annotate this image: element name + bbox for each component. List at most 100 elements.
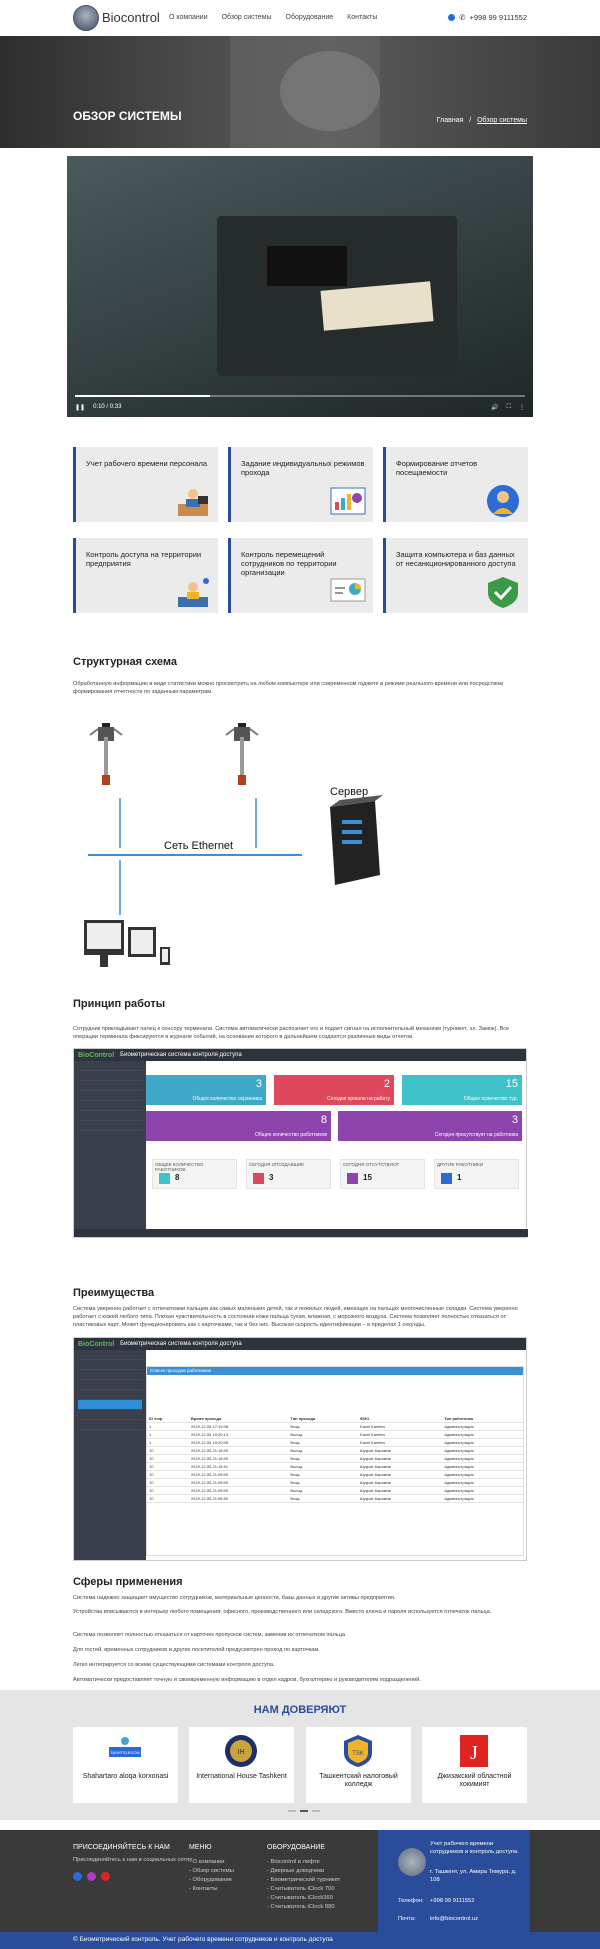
- presentation-chart-icon: [330, 578, 366, 602]
- feature-card-movement-control[interactable]: Контроль перемещений сотрудников по терр…: [228, 538, 373, 613]
- site-header: Biocontrol О компании Обзор системы Обор…: [0, 0, 600, 36]
- footer-menu: - О компании - Обзор системы - Оборудова…: [189, 1858, 234, 1894]
- nav-contacts[interactable]: Контакты: [347, 14, 378, 21]
- feature-card-access-modes[interactable]: Задание индивидуальных режимов прохода: [228, 447, 373, 522]
- more-options-icon[interactable]: ⋮: [519, 404, 525, 411]
- instagram-icon[interactable]: [87, 1872, 96, 1881]
- passages-screenshot: BioControl Биометрическая система контро…: [73, 1337, 527, 1561]
- server-label: Сервер: [330, 786, 369, 798]
- principle-text: Сотрудник прикладывает палец к сенсору т…: [73, 1026, 510, 1040]
- table-cell: Выход: [288, 1462, 358, 1471]
- phone-number[interactable]: +998 99 9111552: [469, 13, 528, 22]
- table-cell: Вход: [288, 1422, 358, 1431]
- feature-label: Формирование отчетов посещаемости: [396, 459, 478, 477]
- client-card[interactable]: TASHTELECOM Shahartaro aloqa korxonasi: [73, 1727, 178, 1803]
- footer-link[interactable]: - Контакты: [189, 1886, 218, 1892]
- feature-card-attendance-reports[interactable]: Формирование отчетов посещаемости: [383, 447, 528, 522]
- table-cell: Шукрат Каримов: [357, 1462, 443, 1471]
- site-footer: ПРИСОЕДИНЯЙТЕСЬ К НАМ Присоединяйтесь к …: [0, 1830, 600, 1932]
- table-cell: 10: [147, 1446, 189, 1455]
- client-name: International House Tashkent: [196, 1773, 287, 1780]
- footer-link[interactable]: - Дверные доводчики: [267, 1868, 325, 1874]
- table-header-cell: Тип работника: [442, 1415, 523, 1423]
- video-controls: ❚❚ 0:10 / 0:33 🔊 ⛶ ⋮: [67, 397, 533, 417]
- table-cell: Шукрат Каримов: [357, 1446, 443, 1455]
- table-cell: Администрация: [442, 1486, 523, 1495]
- table-header-cell: Тип прохода: [288, 1415, 358, 1423]
- breadcrumb-home[interactable]: Главная: [436, 117, 464, 124]
- spheres-line-2: Устройства вписываются в интерьер любого…: [73, 1609, 492, 1615]
- access-control-worker-icon: [178, 578, 209, 607]
- footer-menu-title: МЕНЮ: [189, 1844, 212, 1851]
- table-cell: Kamil Kamilov: [357, 1438, 443, 1447]
- app-brand: BioControl: [78, 1340, 115, 1348]
- video-player[interactable]: ❚❚ 0:10 / 0:33 🔊 ⛶ ⋮: [67, 156, 533, 417]
- nav-about[interactable]: О компании: [169, 14, 208, 21]
- footer-link[interactable]: - О компании: [189, 1859, 225, 1865]
- table-cell: Шукрат Каримов: [357, 1486, 443, 1495]
- structure-title: Структурная схема: [73, 656, 178, 668]
- facebook-icon[interactable]: [73, 1872, 82, 1881]
- fingerprint-logo-icon[interactable]: [73, 5, 99, 31]
- footer-link[interactable]: - Считыватель iClock 880: [267, 1904, 335, 1910]
- nav-equipment[interactable]: Оборудование: [285, 14, 334, 21]
- footer-mail-label: Почта:: [398, 1916, 416, 1922]
- footer-link[interactable]: - Считыватель iClock 700: [267, 1886, 335, 1892]
- client-card[interactable]: J Джизакский областной хокимият: [422, 1727, 527, 1803]
- footer-equipment: - Biocontrol в лифте - Дверные доводчики…: [267, 1858, 340, 1912]
- telegram-icon[interactable]: [448, 14, 456, 21]
- table-cell: Выход: [288, 1446, 358, 1455]
- app-sidebar: [74, 1061, 146, 1237]
- video-time: 0:10 / 0:33: [93, 404, 122, 410]
- feature-card-data-protection[interactable]: Защита компьютера и баз данных от несанк…: [383, 538, 528, 613]
- table-cell: Шукрат Каримов: [357, 1470, 443, 1479]
- feature-label: Контроль доступа на территории предприят…: [86, 550, 202, 568]
- report-board-icon: [330, 487, 366, 515]
- feature-label: Защита компьютера и баз данных от несанк…: [396, 550, 516, 568]
- svg-text:TSK: TSK: [352, 1751, 364, 1757]
- app-brand: BioControl: [78, 1051, 115, 1059]
- footer-link[interactable]: - Обзор системы: [189, 1868, 234, 1874]
- table-cell: Вход: [288, 1438, 358, 1447]
- table-cell: 10: [147, 1486, 189, 1495]
- client-card[interactable]: TSK Ташкентский налоговый колледж: [306, 1727, 411, 1803]
- feature-card-territory-access[interactable]: Контроль доступа на территории предприят…: [73, 538, 218, 613]
- carousel-dots[interactable]: [288, 1810, 320, 1812]
- advantages-title: Преимущества: [73, 1287, 155, 1299]
- video-progress[interactable]: [75, 395, 525, 397]
- table-cell: Администрация: [442, 1446, 523, 1455]
- footer-link[interactable]: - Считыватель iClock360: [267, 1895, 333, 1901]
- brand-name[interactable]: Biocontrol: [102, 10, 160, 25]
- header-phone[interactable]: ✆ +998 99 9111552: [448, 13, 527, 22]
- footer-mail[interactable]: info@biocontrol.uz: [430, 1916, 479, 1922]
- footer-link[interactable]: - Оборудование: [189, 1877, 232, 1883]
- spheres-line-1: Система надежно защищает имущество сотру…: [73, 1595, 396, 1601]
- spheres-title: Сферы применения: [73, 1576, 183, 1588]
- svg-text:IH: IH: [238, 1749, 245, 1756]
- footer-link[interactable]: - Biocontrol в лифте: [267, 1859, 320, 1865]
- fullscreen-icon[interactable]: ⛶: [506, 403, 511, 410]
- table-cell: Шукрат Каримов: [357, 1494, 443, 1503]
- client-card[interactable]: IH International House Tashkent: [189, 1727, 294, 1803]
- footer-link[interactable]: - Биометрический турникет: [267, 1877, 341, 1883]
- table-cell: 2019-12-05 21:16:00: [188, 1454, 289, 1463]
- svg-text:J: J: [470, 1742, 478, 1764]
- volume-icon[interactable]: 🔊: [491, 404, 499, 411]
- feature-card-time-tracking[interactable]: Учет рабочего времени персонала: [73, 447, 218, 522]
- table-cell: Администрация: [442, 1454, 523, 1463]
- table-cell: Администрация: [442, 1438, 523, 1447]
- fingerprint-logo-icon: [398, 1848, 426, 1876]
- footer-phone[interactable]: +998 99 9111552: [430, 1898, 475, 1904]
- pause-icon[interactable]: ❚❚: [75, 404, 86, 411]
- youtube-icon[interactable]: [101, 1872, 110, 1881]
- dashboard-screenshot: BioControl Биометрическая система контро…: [73, 1048, 528, 1238]
- table-cell: Выход: [288, 1430, 358, 1439]
- table-cell: 2019-12-05 21:08:52: [188, 1494, 289, 1503]
- nav-overview[interactable]: Обзор системы: [221, 14, 272, 21]
